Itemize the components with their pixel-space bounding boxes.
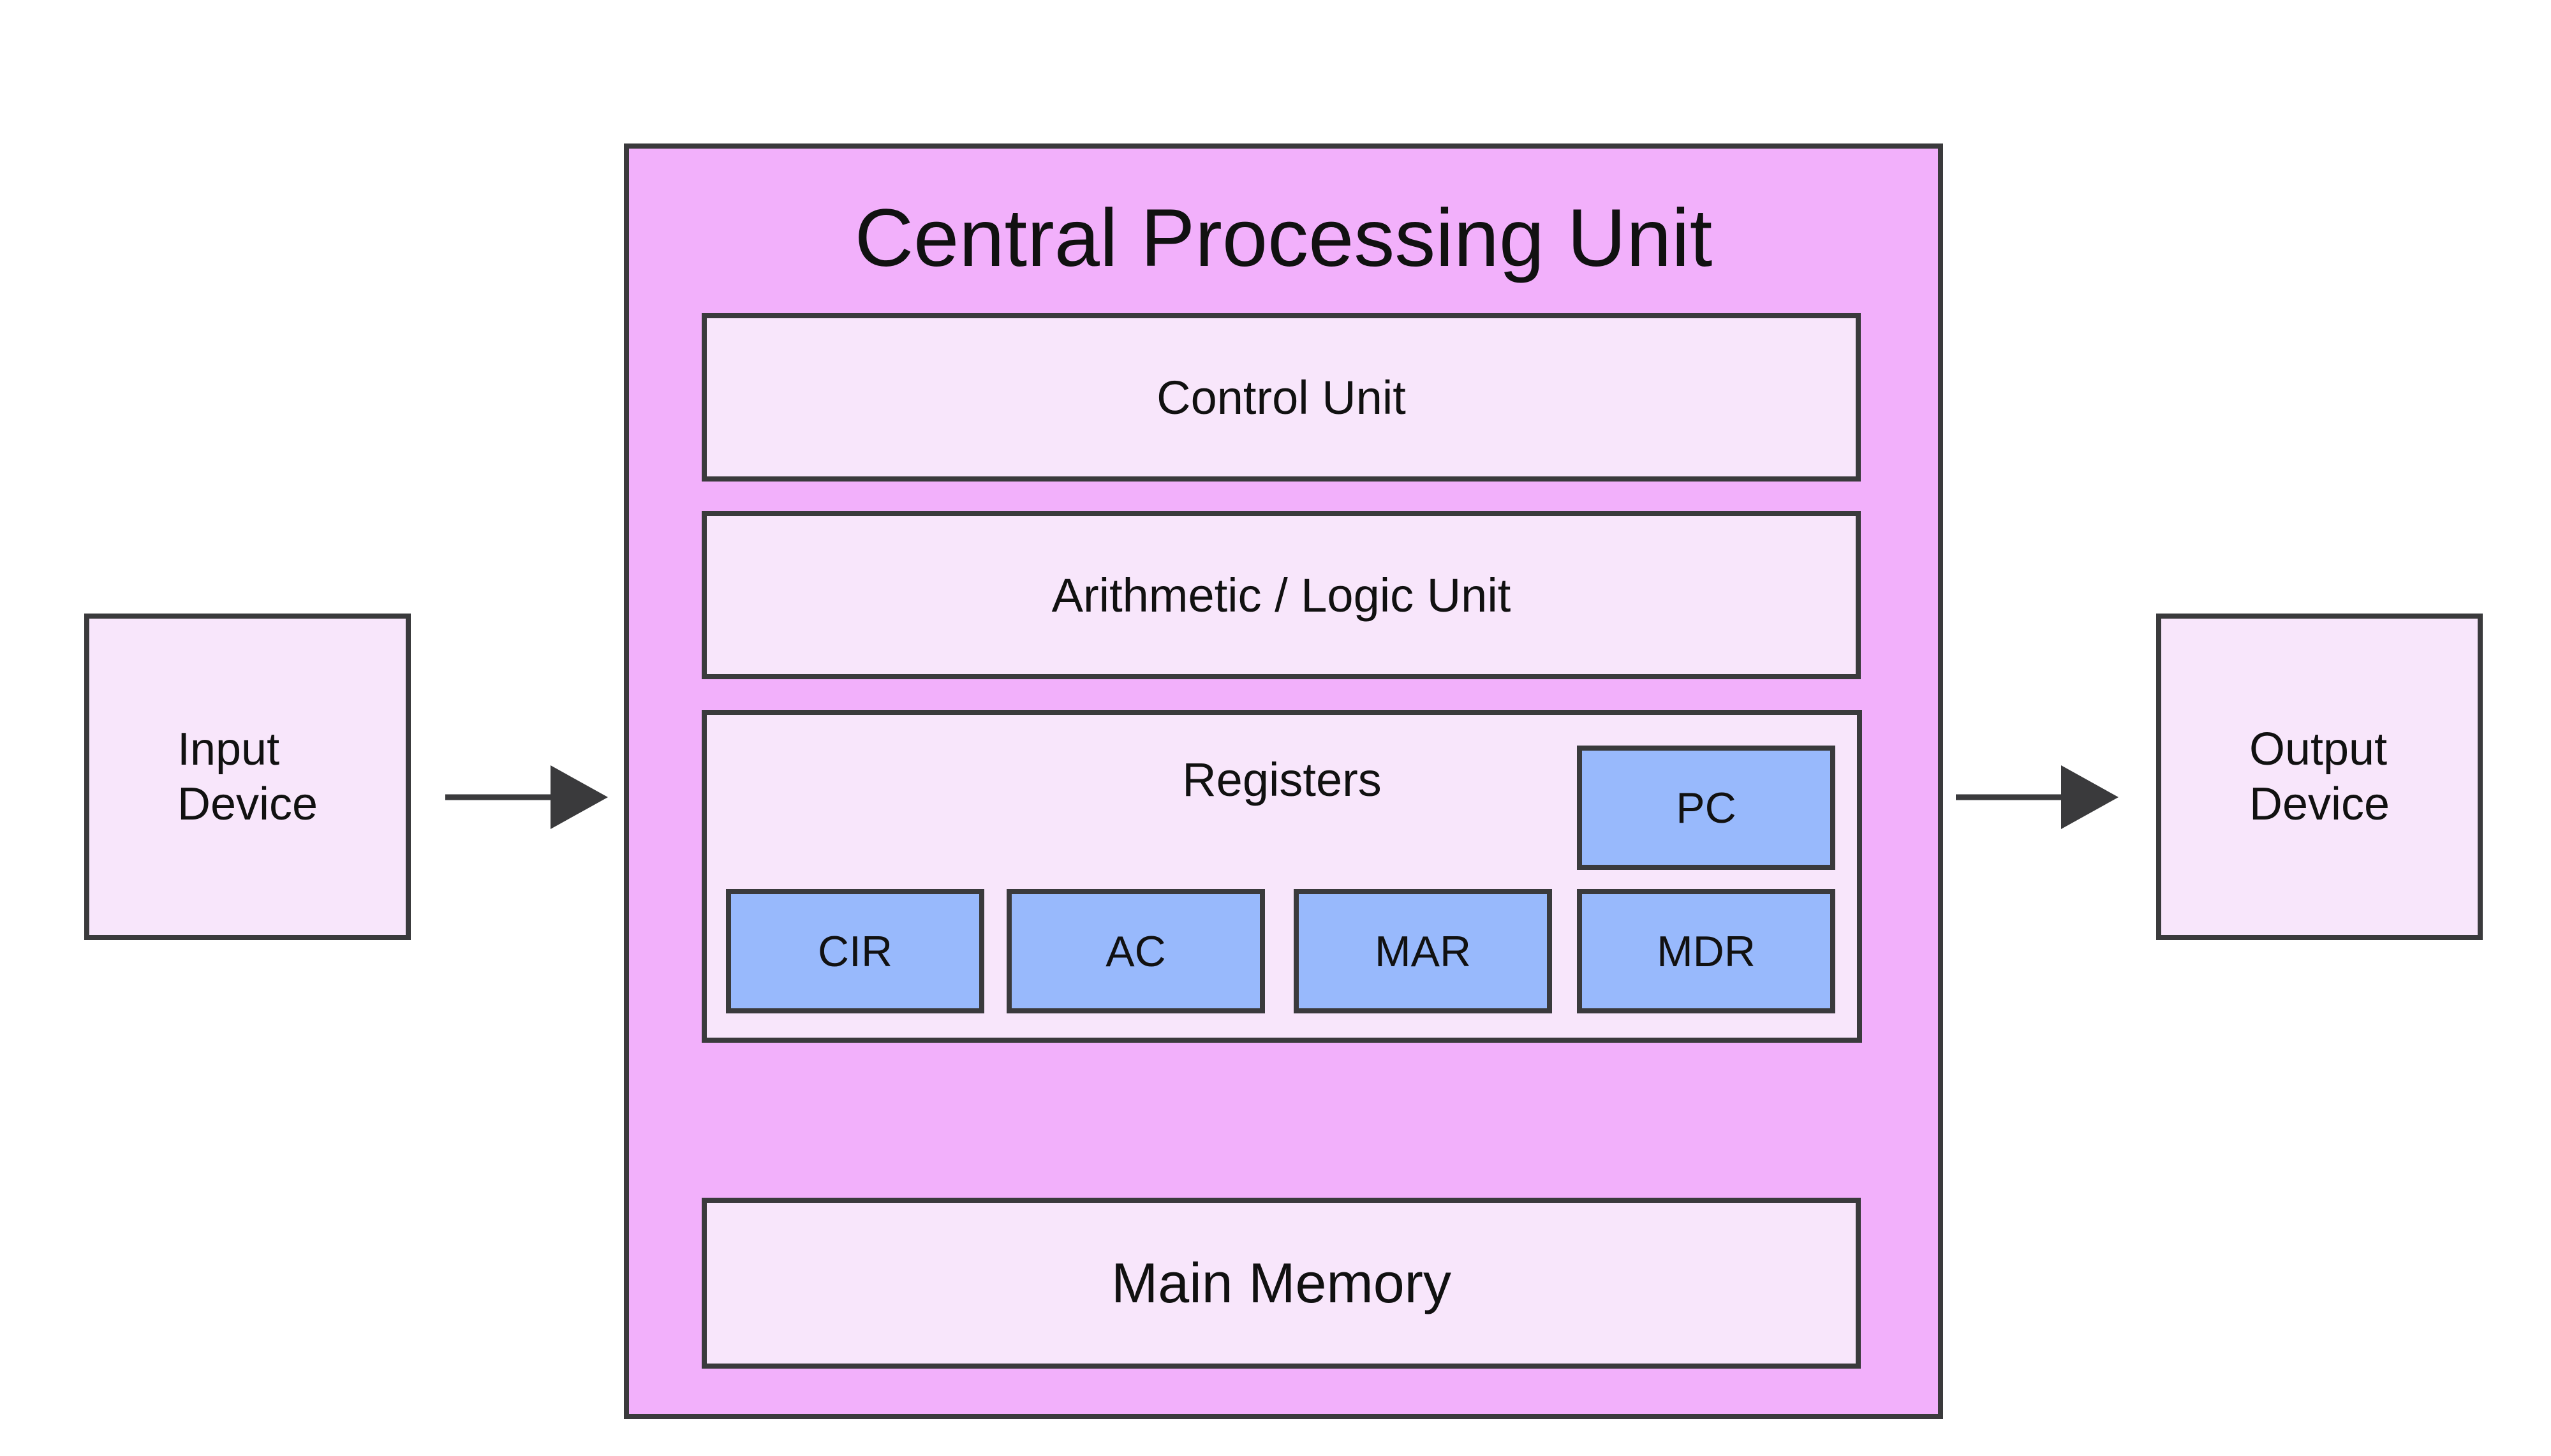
- register-pc: PC: [1577, 746, 1835, 870]
- output-device-label: Output Device: [2249, 722, 2390, 832]
- register-ac: AC: [1007, 889, 1265, 1013]
- input-device-label-line2: Device: [177, 779, 318, 830]
- register-pc-label: PC: [1676, 783, 1736, 832]
- output-device-label-line1: Output: [2249, 723, 2388, 775]
- output-device-box: Output Device: [2156, 614, 2483, 940]
- alu-label: Arithmetic / Logic Unit: [1051, 568, 1511, 622]
- main-memory-box: Main Memory: [702, 1198, 1861, 1369]
- register-ac-label: AC: [1105, 927, 1166, 976]
- cpu-title: Central Processing Unit: [854, 193, 1713, 284]
- control-unit-label: Control Unit: [1157, 371, 1406, 424]
- main-memory-label: Main Memory: [1111, 1251, 1451, 1314]
- registers-box: Registers PC CIR AC MAR MDR: [702, 710, 1862, 1043]
- output-device-label-line2: Device: [2249, 779, 2390, 830]
- register-mdr: MDR: [1577, 889, 1835, 1013]
- cpu-box: Central Processing Unit Control Unit Ari…: [624, 143, 1943, 1419]
- register-mar-label: MAR: [1374, 927, 1472, 976]
- input-device-box: Input Device: [84, 614, 411, 940]
- register-cir: CIR: [726, 889, 984, 1013]
- input-to-cpu-arrow: [445, 765, 608, 829]
- register-mar: MAR: [1294, 889, 1552, 1013]
- input-device-label: Input Device: [177, 722, 318, 832]
- control-unit-box: Control Unit: [702, 313, 1861, 482]
- alu-box: Arithmetic / Logic Unit: [702, 511, 1861, 679]
- register-mdr-label: MDR: [1657, 927, 1756, 976]
- registers-label: Registers: [1182, 753, 1382, 806]
- input-device-label-line1: Input: [177, 723, 280, 775]
- register-cir-label: CIR: [817, 927, 893, 976]
- cpu-to-output-arrow: [1956, 765, 2118, 829]
